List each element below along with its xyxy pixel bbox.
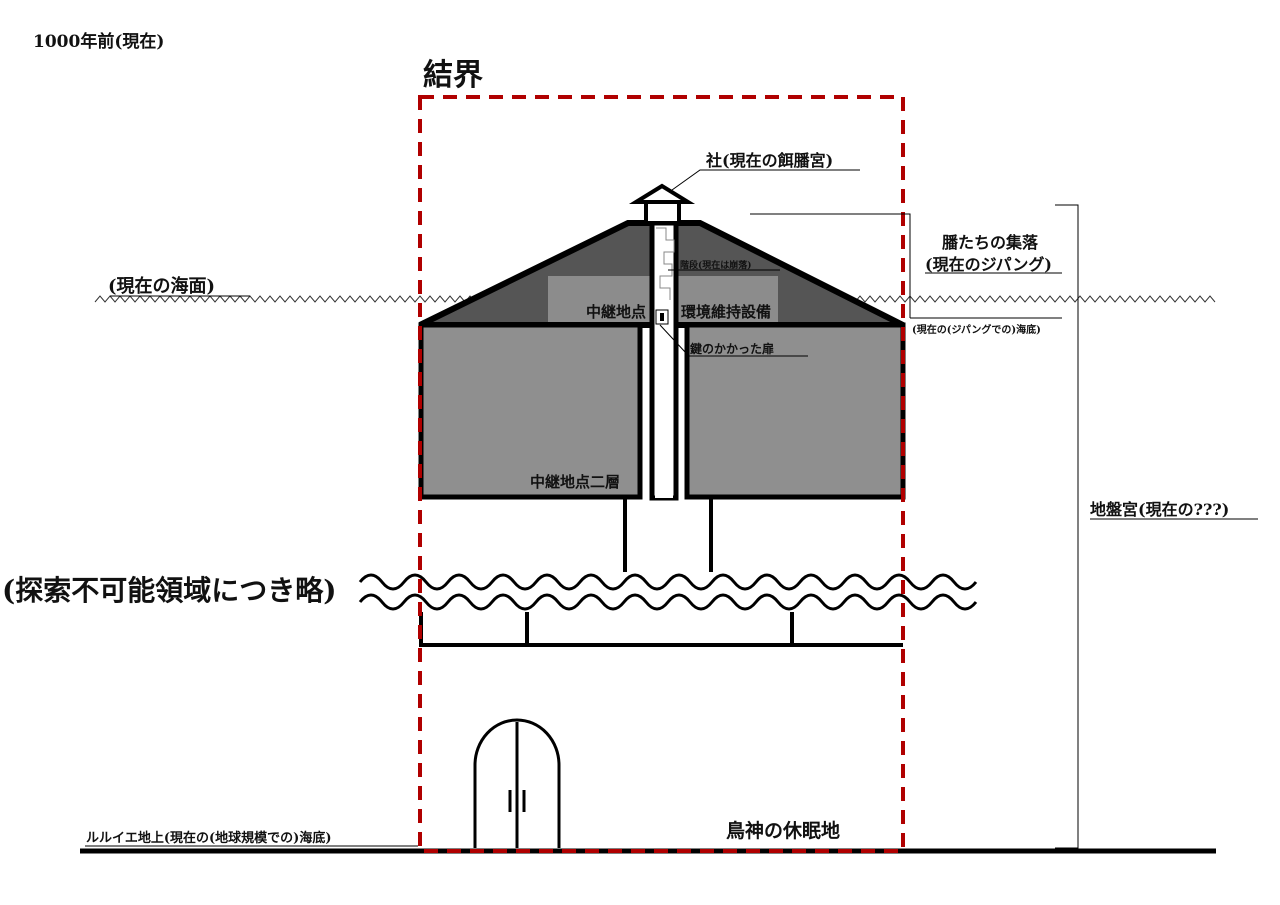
resting-place-label: 鳥神の休眠地 bbox=[726, 819, 840, 842]
relay-point-2f-label: 中継地点二層 bbox=[530, 473, 620, 491]
barrier-label: 結界 bbox=[423, 58, 483, 93]
ground-palace-label: 地盤宮(現在の???) bbox=[1090, 500, 1229, 519]
village-bracket bbox=[750, 213, 911, 318]
stairs-label: 階段(現在は崩落) bbox=[680, 259, 752, 271]
ground-palace-bracket bbox=[1055, 204, 1079, 849]
shrine bbox=[644, 200, 681, 225]
unexplorable-label: (探索不可能領域につき略) bbox=[2, 574, 337, 607]
relay-room-2f-left bbox=[418, 322, 643, 500]
keyhole-icon bbox=[660, 313, 664, 321]
environment-facility-label: 環境維持設備 bbox=[681, 303, 771, 321]
wave-line-upper bbox=[358, 573, 978, 591]
shrine-roof bbox=[628, 183, 696, 204]
jipang-seabed-label: (現在の(ジパングでの)海底) bbox=[912, 323, 1041, 336]
locked-door-label: 鍵のかかった扉 bbox=[690, 341, 774, 356]
floor-line bbox=[419, 612, 903, 647]
wave-line-lower bbox=[358, 593, 978, 611]
shrine-label: 社(現在の餌膰宮) bbox=[705, 151, 833, 170]
relay-room-2f-right bbox=[684, 322, 906, 500]
stairs bbox=[656, 227, 675, 300]
village-label: 膰たちの集落 bbox=[942, 233, 1039, 252]
era-label: 1000年前(現在) bbox=[33, 31, 164, 52]
shrine-leader bbox=[671, 169, 860, 191]
barrier-boundary bbox=[418, 95, 905, 853]
sea-surface-label: (現在の海面) bbox=[108, 275, 215, 297]
village-label-sub: (現在のジパング) bbox=[925, 255, 1052, 274]
relay-point-label: 中継地点 bbox=[586, 303, 646, 321]
ground-label: ルルイエ地上(現在の(地球規模での)海底) bbox=[86, 830, 331, 846]
